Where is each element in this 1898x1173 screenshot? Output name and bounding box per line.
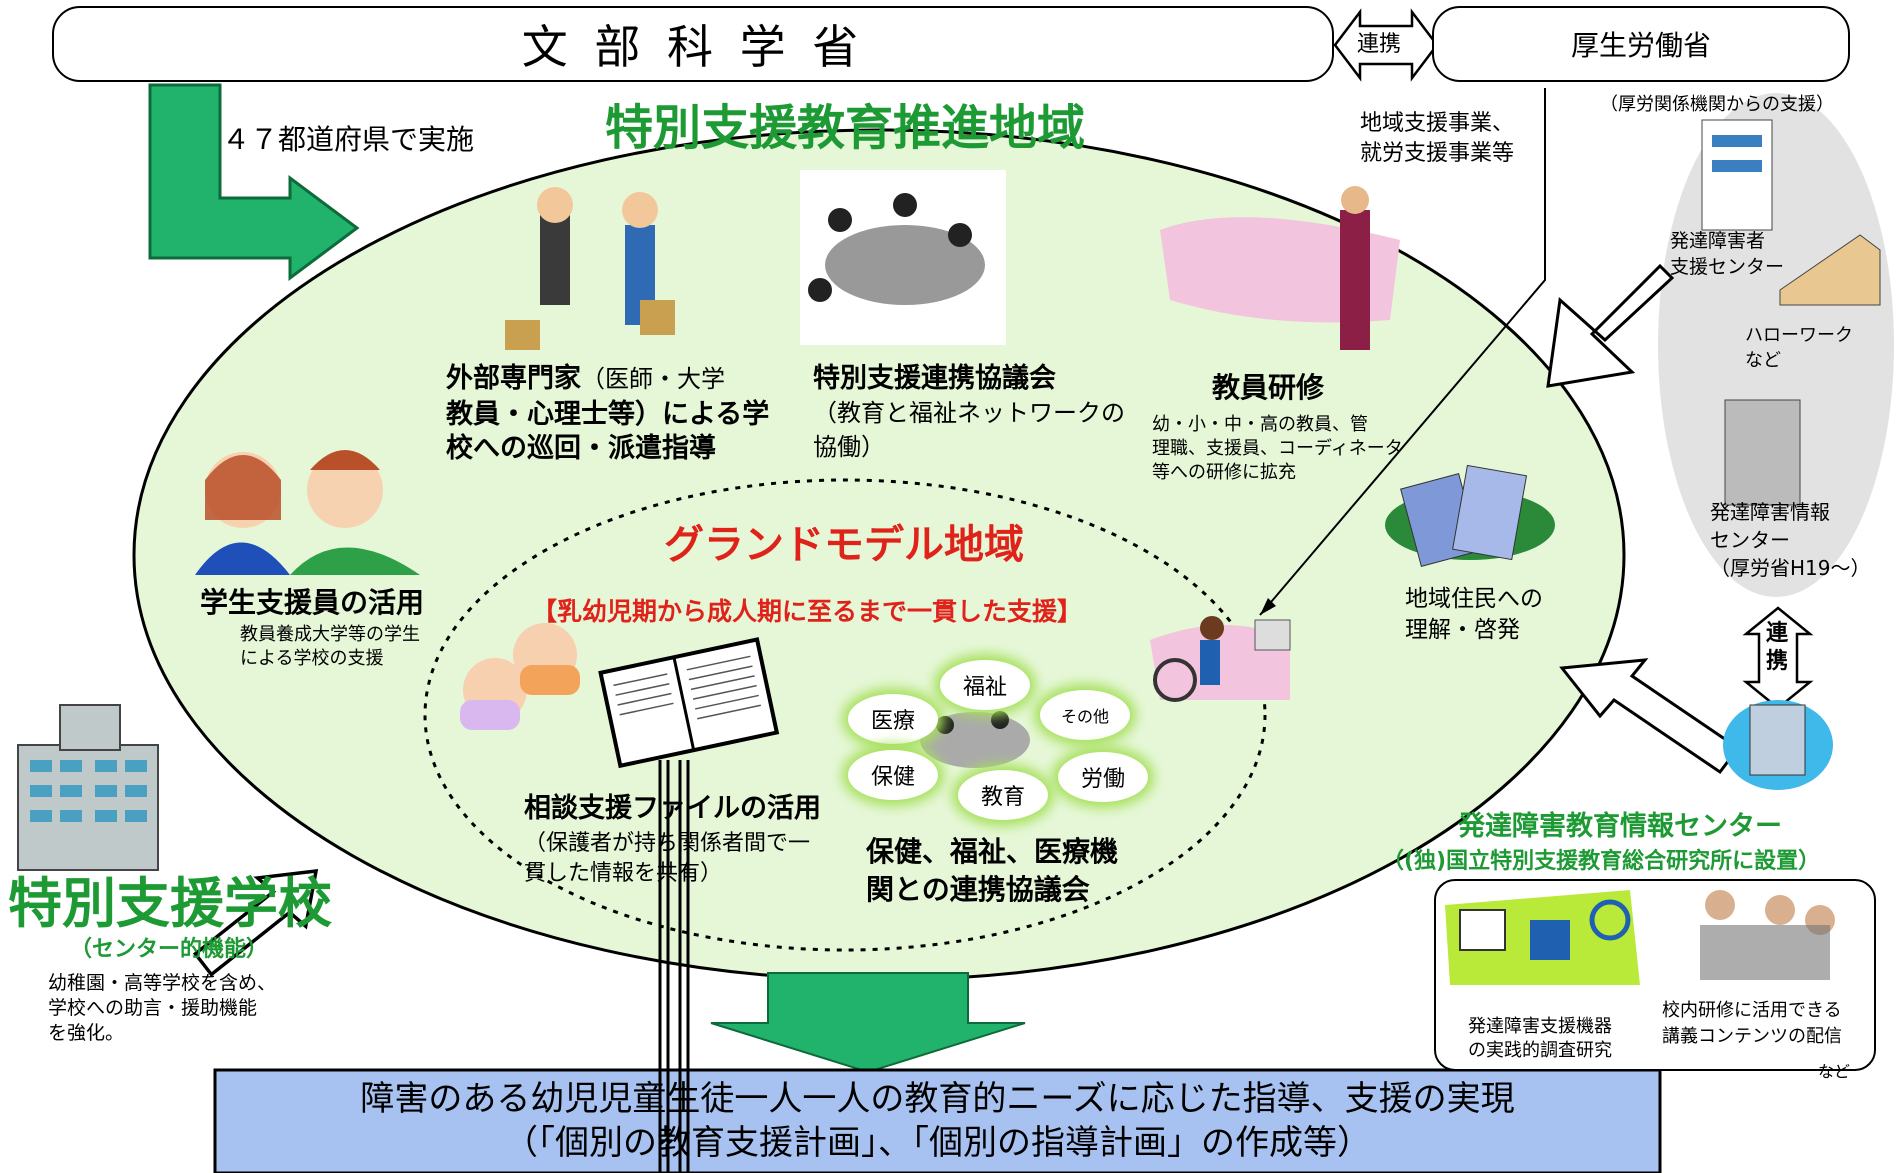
special-school-title: 特別支援学校: [8, 872, 332, 935]
grand-model-title: グランドモデル地域: [664, 522, 1024, 568]
mext-label: 文 部 科 学 省: [521, 20, 865, 74]
training-desc-1: 幼・小・中・高の教員、管: [1152, 414, 1368, 435]
council-grand-1: 保健、福祉、医療機: [866, 835, 1119, 868]
down-arrow: [710, 972, 1026, 1074]
hellowork-building: [1779, 234, 1881, 306]
students-picture: [195, 450, 420, 575]
bottom-line-2: （「個別の教育支援計画」、「個別の指導計画」の作成等）: [504, 1123, 1371, 1163]
file-title: 相談支援ファイルの活用: [524, 793, 821, 824]
hellowork-2: など: [1745, 350, 1781, 371]
edu-center-subtitle: （(独)国立特別支援教育総合研究所に設置）: [1382, 849, 1821, 874]
renkei-label: 連携: [1357, 32, 1402, 57]
school-to-region-arrow: [192, 869, 319, 977]
residents-2: 理解・啓発: [1405, 617, 1520, 643]
grand-model-subtitle: 【乳幼児期から成人期に至るまで一貫した支援】: [532, 597, 1083, 626]
meeting-picture: [800, 170, 1006, 345]
prefectures-label: ４７都道府県で実施: [222, 123, 475, 156]
dev-info-center-1: 発達障害情報: [1710, 500, 1830, 524]
file-desc-1: （保護者が持ち関係者間で一: [524, 831, 811, 856]
external-experts-line3: 校への巡回・派遣指導: [446, 433, 716, 464]
council-sub-1: （教育と福祉ネットワークの: [813, 399, 1125, 427]
renkei-vertical-1: 連: [1766, 621, 1789, 646]
bottom-box: [213, 1068, 1662, 1173]
school-desc-2: 学校への助言・援助機能: [48, 997, 258, 1019]
external-experts-line2: 教員・心理士等）による学: [446, 399, 770, 430]
external-experts-line1: 外部専門家（医師・大学: [446, 362, 725, 396]
special-school-building: [17, 704, 159, 871]
dev-info-center-3: （厚労省H19～）: [1710, 556, 1871, 580]
training-desc-3: 等への研修に拡充: [1152, 462, 1296, 483]
newspapers-picture: [1385, 464, 1555, 568]
research-1: 発達障害支援機器: [1468, 1016, 1612, 1037]
bottom-line-1: 障害のある幼児児童生徒一人一人の教育的ニーズに応じた指導、支援の実現: [360, 1079, 1515, 1119]
dev-info-center-building: [1724, 399, 1801, 506]
regional-support-2: 就労支援事業等: [1360, 141, 1515, 166]
babies-picture: [460, 623, 580, 730]
edu-center-building: [1723, 700, 1833, 790]
grand-model-ellipse: [423, 478, 1267, 952]
binder-picture: [598, 637, 780, 769]
bubble-other: その他: [1040, 690, 1130, 740]
council-title: 特別支援連携協議会: [813, 363, 1056, 394]
research-2: の実践的調査研究: [1468, 1040, 1612, 1061]
wheelchair-picture: [1150, 616, 1291, 702]
dev-info-center-2: センター: [1710, 528, 1790, 552]
school-desc-3: を強化。: [48, 1022, 125, 1044]
edu-center-title: 発達障害教育情報センター: [1458, 811, 1782, 842]
residents-1: 地域住民への: [1405, 586, 1543, 612]
training-picture: [1160, 186, 1400, 350]
bubble-medical: 医療: [848, 694, 938, 744]
edu-center-arrow: [1559, 658, 1741, 775]
training-title: 教員研修: [1212, 371, 1325, 404]
council-meeting-picture: [920, 711, 1030, 768]
file-desc-2: 貫した情報を共有）: [524, 861, 723, 886]
council-sub-2: 協働）: [813, 433, 885, 461]
training-desc-2: 理職、支援員、コーディネータ: [1152, 438, 1403, 459]
bubble-education: 教育: [958, 770, 1048, 820]
renkei-vertical-2: 携: [1766, 649, 1789, 674]
mhlw-support-line: [1259, 88, 1546, 616]
student-supporter-title: 学生支援員の活用: [200, 586, 425, 619]
mhlw-label: 厚生労働省: [1570, 29, 1711, 62]
student-desc-1: 教員養成大学等の学生: [240, 624, 420, 645]
lecture-picture: [1700, 890, 1835, 980]
contents-2: 講義コンテンツの配信: [1662, 1026, 1842, 1047]
dev-support-center-1: 発達障害者: [1670, 230, 1766, 252]
region-title: 特別支援教育推進地域: [605, 100, 1086, 156]
bubble-health: 保健: [848, 750, 938, 800]
special-school-subtitle: （センター的機能）: [70, 937, 269, 962]
mext-box: 文 部 科 学 省: [52, 6, 1334, 82]
hellowork-1: ハローワーク: [1745, 325, 1853, 346]
nado-label: など: [1818, 1062, 1851, 1081]
external-experts-paren: （医師・大学: [581, 365, 725, 393]
contents-1: 校内研修に活用できる: [1662, 1000, 1842, 1021]
bubble-labor: 労働: [1058, 752, 1148, 802]
bubble-welfare: 福祉: [940, 660, 1030, 710]
hellowork-arrow: [1546, 263, 1675, 388]
dev-support-center-building: [1701, 119, 1773, 231]
experts-picture: [505, 187, 675, 350]
devices-picture: [1445, 890, 1640, 985]
regional-support-1: 地域支援事業、: [1360, 111, 1515, 136]
council-grand-2: 関との連携協議会: [866, 873, 1090, 906]
school-desc-1: 幼稚園・高等学校を含め、: [48, 972, 277, 994]
external-experts-title: 外部専門家: [446, 363, 581, 394]
file-stand-poles: [658, 760, 690, 1173]
mhlw-support-label: （厚労関係機関からの支援）: [1600, 94, 1834, 115]
mhlw-box: 厚生労働省: [1432, 6, 1850, 82]
dev-support-center-2: 支援センター: [1670, 256, 1785, 278]
mext-to-region-arrow: [148, 83, 360, 281]
student-desc-2: による学校の支援: [240, 648, 384, 669]
